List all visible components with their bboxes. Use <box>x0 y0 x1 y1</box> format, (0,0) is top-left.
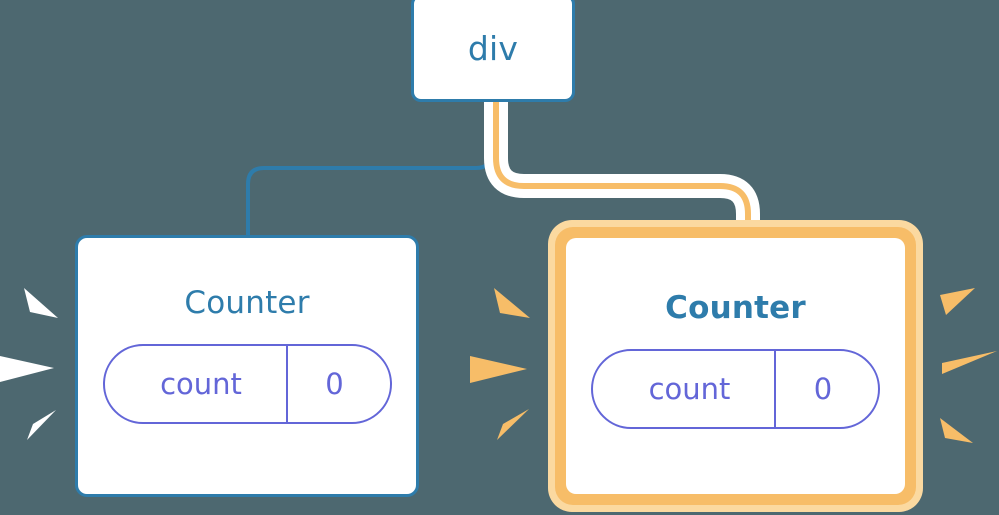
burst-left-counter-left <box>0 288 58 440</box>
state-key-left: count <box>160 366 242 401</box>
burst-left-counter-right <box>470 288 530 440</box>
burst-right-counter-right <box>940 288 997 443</box>
node-counter-right[interactable]: Counter count 0 <box>566 238 905 494</box>
node-counter-left[interactable]: Counter count 0 <box>75 235 419 497</box>
node-div[interactable]: div <box>411 0 575 102</box>
state-value-right: 0 <box>774 351 878 427</box>
state-pill-left: count 0 <box>102 344 392 424</box>
node-div-label: div <box>467 28 519 68</box>
node-counter-right-ring: Counter count 0 <box>555 227 916 505</box>
node-counter-right-highlight: Counter count 0 <box>548 220 923 512</box>
state-key-right: count <box>648 371 731 406</box>
state-value-left: 0 <box>285 346 390 422</box>
edge-div-to-left-counter <box>246 102 494 235</box>
state-pill-right: count 0 <box>591 349 880 429</box>
node-counter-left-label: Counter <box>184 285 310 321</box>
node-counter-right-label: Counter <box>665 290 806 326</box>
